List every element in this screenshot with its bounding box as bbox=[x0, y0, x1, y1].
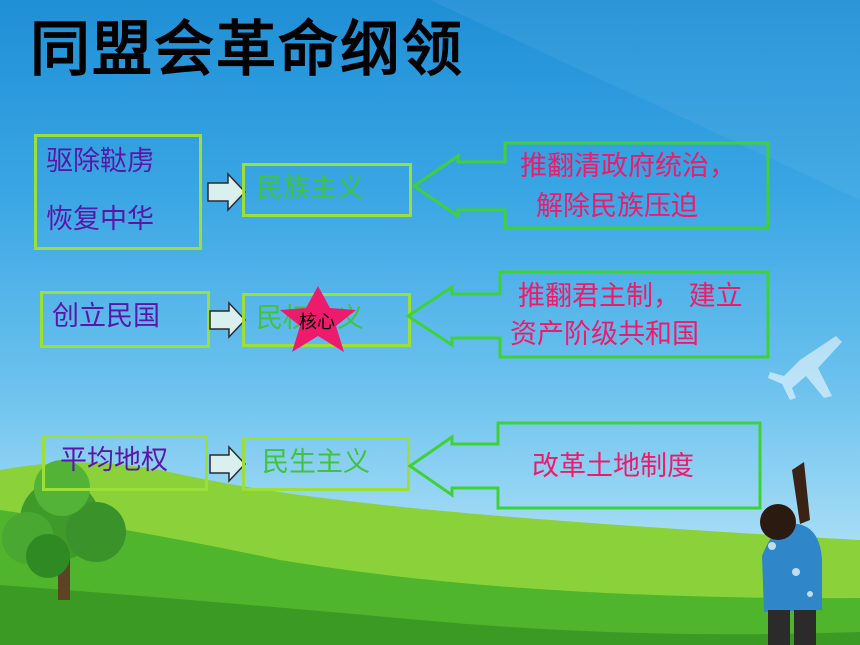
meaning-text-1a: 推翻清政府统治， bbox=[520, 151, 736, 182]
principle-box-1 bbox=[242, 163, 412, 217]
principle-text-3: 民生主义 bbox=[262, 447, 370, 478]
tree-icon bbox=[2, 460, 126, 600]
goal-box-2 bbox=[40, 291, 210, 348]
goal-text-2: 创立民国 bbox=[52, 301, 160, 332]
meaning-text-3: 改革土地制度 bbox=[532, 451, 694, 482]
page-title: 同盟会革命纲领 bbox=[30, 15, 464, 85]
meaning-text-2b: 资产阶级共和国 bbox=[510, 319, 699, 350]
core-label: 核心 bbox=[299, 312, 335, 333]
meaning-text-2a: 推翻君主制， 建立 bbox=[518, 281, 743, 312]
goal-box-3 bbox=[42, 435, 208, 491]
meaning-text-1b: 解除民族压迫 bbox=[536, 191, 698, 222]
goal-text-1a: 驱除鞑虏 bbox=[46, 146, 154, 177]
goal-box-1 bbox=[34, 134, 202, 250]
goal-text-3: 平均地权 bbox=[60, 445, 168, 476]
grass-front bbox=[0, 585, 860, 645]
principle-text-1: 民族主义 bbox=[256, 173, 364, 204]
goal-text-1b: 恢复中华 bbox=[46, 204, 154, 235]
person-figure bbox=[760, 462, 822, 645]
airplane-icon bbox=[768, 336, 842, 400]
